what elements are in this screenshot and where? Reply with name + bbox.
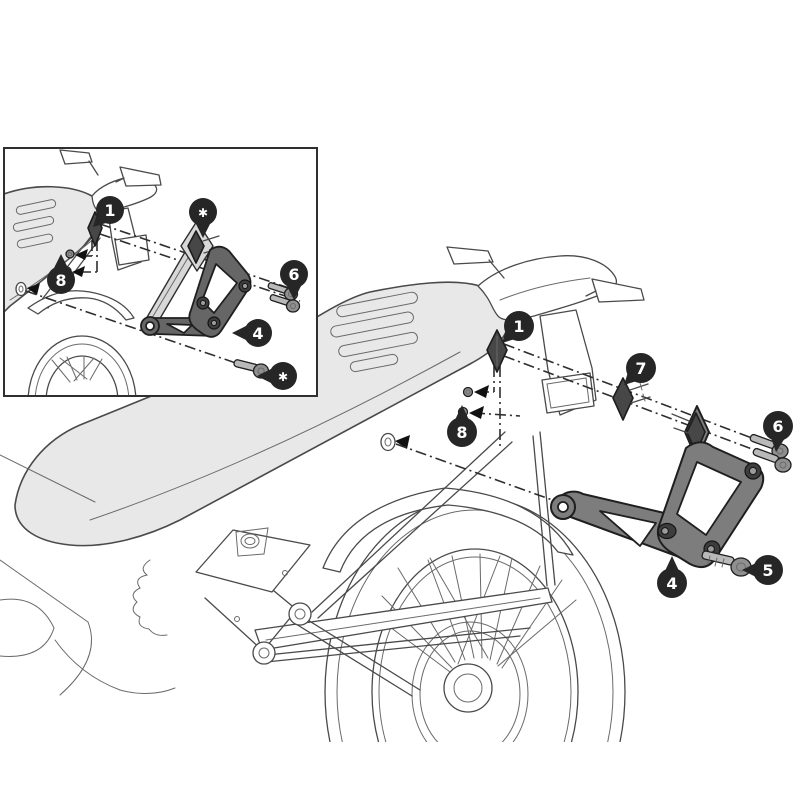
callout-5-pin: 5	[742, 555, 783, 585]
swingarm-linkage	[0, 556, 553, 697]
star-icon: ✱	[198, 206, 208, 220]
subframe-bodywork	[0, 431, 556, 696]
seat-tail-unit	[14, 246, 645, 547]
inset-callout-4-pin: 4	[232, 319, 272, 347]
seat-grip-slots	[330, 291, 418, 373]
inset-callout-4-label: 4	[252, 324, 263, 343]
inset-callout-star-top-pin: ✱	[189, 198, 217, 238]
turn-signal-right	[591, 278, 645, 303]
callout-1-pin: 1	[502, 311, 534, 343]
inset-callout-star-bottom-pin: ✱	[257, 362, 297, 390]
inset-signal-right	[119, 166, 162, 187]
callout-7-label: 7	[635, 359, 646, 378]
inset-callout-6-label: 6	[288, 265, 299, 284]
star-icon: ✱	[278, 370, 288, 384]
callout-4-pin: 4	[657, 556, 687, 598]
inset-bottom-bolt	[233, 359, 270, 379]
part4-side-bracket	[550, 405, 765, 569]
frame-grommet	[380, 432, 410, 452]
callout-7-pin: 7	[624, 353, 656, 385]
inset-part6-bolts	[267, 282, 301, 313]
inset-wheel-spokes	[51, 355, 103, 383]
rear-wheel	[324, 496, 626, 742]
callout-1-label: 1	[513, 317, 524, 336]
inset-callout-1-label: 1	[104, 201, 115, 220]
callout-5-label: 5	[762, 561, 773, 580]
callout-8-label: 8	[456, 423, 467, 442]
inset-detail-panel: 1 8 6 4 ✱ ✱	[3, 147, 318, 397]
part1-tail-plate	[486, 329, 508, 373]
inset-grommet	[15, 281, 40, 297]
callout-4-label: 4	[666, 574, 677, 593]
inset-callout-1-pin: 1	[93, 196, 124, 227]
turn-signal-left	[446, 246, 494, 265]
main-motorcycle-rear: 1 7 8 6 5 4	[0, 246, 793, 742]
inset-content: 1 8 6 4 ✱ ✱	[5, 149, 308, 395]
inset-part4-bracket	[140, 245, 252, 338]
part6-bolts	[749, 433, 792, 473]
callout-6-pin: 6	[763, 411, 793, 452]
inset-callout-8-pin: 8	[47, 254, 75, 294]
inset-motorcycle	[5, 149, 162, 395]
license-plate-hanger	[539, 309, 597, 416]
insert-arrow-icon	[395, 435, 410, 449]
rear-fender	[322, 487, 574, 573]
part7-spacer-plate	[612, 377, 651, 421]
inset-callout-6-pin: 6	[280, 260, 308, 300]
callout-6-label: 6	[772, 417, 783, 436]
inset-callout-8-label: 8	[55, 271, 66, 290]
inset-signal-left	[59, 149, 93, 165]
callout-8-pin: 8	[447, 405, 477, 447]
